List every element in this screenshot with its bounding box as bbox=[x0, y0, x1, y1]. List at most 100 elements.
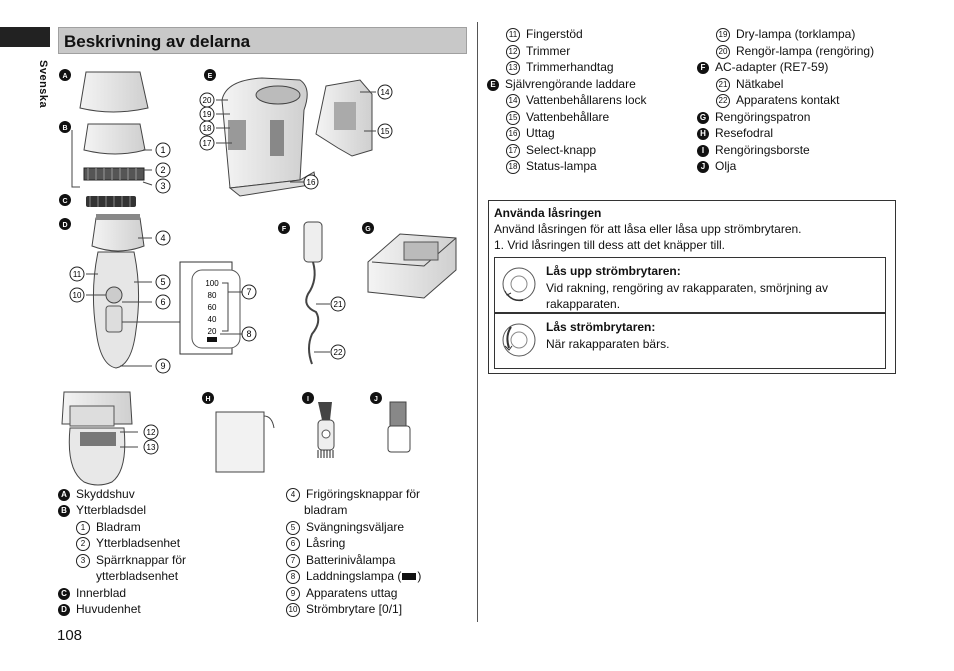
svg-text:15: 15 bbox=[381, 127, 390, 136]
plug-icon bbox=[402, 573, 417, 581]
svg-text:17: 17 bbox=[203, 139, 212, 148]
cleaning-brush-illustration: I bbox=[302, 392, 335, 458]
cleaning-charger-illustration: E 20 19 18 17 16 14 15 bbox=[199, 69, 393, 197]
svg-text:I: I bbox=[307, 396, 309, 403]
lock-title: Lås strömbrytaren: bbox=[546, 320, 656, 334]
svg-text:2: 2 bbox=[160, 165, 165, 175]
lock-ring-info-box: Använda låsringen Använd låsringen för a… bbox=[488, 200, 896, 374]
svg-text:C: C bbox=[62, 198, 67, 205]
protective-cap-illustration: A bbox=[59, 69, 149, 113]
svg-text:D: D bbox=[62, 222, 67, 229]
svg-text:22: 22 bbox=[334, 348, 343, 357]
svg-text:13: 13 bbox=[147, 443, 156, 452]
ac-adapter-illustration: F 21 22 bbox=[278, 221, 346, 365]
svg-text:H: H bbox=[205, 396, 210, 403]
unlock-dial-icon bbox=[502, 267, 536, 302]
svg-text:80: 80 bbox=[208, 291, 217, 300]
language-label: Svenska bbox=[37, 60, 49, 109]
svg-text:3: 3 bbox=[160, 181, 165, 191]
svg-text:18: 18 bbox=[203, 124, 212, 133]
travel-pouch-illustration: H bbox=[202, 392, 275, 473]
svg-text:10: 10 bbox=[73, 291, 82, 300]
svg-text:E: E bbox=[208, 73, 213, 80]
outer-blade-section-illustration: B 1 2 3 bbox=[59, 121, 171, 194]
part-3-cont: ytterbladsenhet bbox=[96, 569, 179, 583]
lock-description: När rakapparaten bärs. bbox=[546, 337, 670, 351]
svg-text:J: J bbox=[374, 396, 378, 403]
lock-row: Lås strömbrytaren: När rakapparaten bärs… bbox=[494, 313, 886, 369]
lock-ring-intro: Använd låsringen för att låsa eller låsa… bbox=[494, 222, 802, 236]
svg-text:21: 21 bbox=[334, 300, 343, 309]
svg-text:5: 5 bbox=[160, 277, 165, 287]
svg-text:20: 20 bbox=[208, 327, 217, 336]
svg-text:A: A bbox=[62, 73, 67, 80]
svg-text:19: 19 bbox=[203, 110, 212, 119]
svg-text:1: 1 bbox=[160, 145, 165, 155]
section-title-bar: Beskrivning av delarna bbox=[58, 27, 467, 54]
svg-text:14: 14 bbox=[381, 88, 390, 97]
svg-text:9: 9 bbox=[160, 361, 165, 371]
main-unit-illustration: D 4 5 6 9 11 10 bbox=[59, 214, 180, 374]
cleaning-cartridge-illustration: G bbox=[362, 222, 457, 299]
svg-text:20: 20 bbox=[203, 96, 212, 105]
unlock-title: Lås upp strömbrytaren: bbox=[546, 264, 681, 278]
svg-text:4: 4 bbox=[160, 233, 165, 243]
battery-display-inset: 100 80 60 40 20 7 8 bbox=[179, 261, 257, 355]
svg-text:60: 60 bbox=[208, 303, 217, 312]
svg-text:B: B bbox=[62, 125, 67, 132]
part-b-marker: B bbox=[58, 504, 70, 517]
svg-text:F: F bbox=[282, 226, 287, 233]
unlock-description: Vid rakning, rengöring av rakapparaten, … bbox=[546, 281, 828, 311]
svg-text:11: 11 bbox=[73, 270, 82, 279]
lock-ring-title: Använda låsringen bbox=[494, 206, 602, 220]
language-tab bbox=[0, 27, 50, 47]
svg-text:16: 16 bbox=[307, 178, 316, 187]
column-divider bbox=[477, 22, 478, 622]
unlock-row: Lås upp strömbrytaren: Vid rakning, reng… bbox=[494, 257, 886, 313]
inner-blade-illustration: C bbox=[59, 194, 136, 207]
part-4-cont: bladram bbox=[304, 503, 348, 517]
oil-bottle-illustration: J bbox=[370, 392, 411, 453]
svg-text:7: 7 bbox=[246, 287, 251, 297]
lock-ring-step: 1. Vrid låsringen till dess att det knäp… bbox=[494, 238, 726, 252]
outer-blade-closeup-illustration: 12 13 bbox=[61, 391, 159, 486]
svg-text:12: 12 bbox=[147, 428, 156, 437]
svg-text:40: 40 bbox=[208, 315, 217, 324]
part-a-marker: A bbox=[58, 488, 70, 501]
page-number: 108 bbox=[57, 627, 83, 644]
svg-text:100: 100 bbox=[205, 279, 219, 288]
svg-text:6: 6 bbox=[160, 297, 165, 307]
